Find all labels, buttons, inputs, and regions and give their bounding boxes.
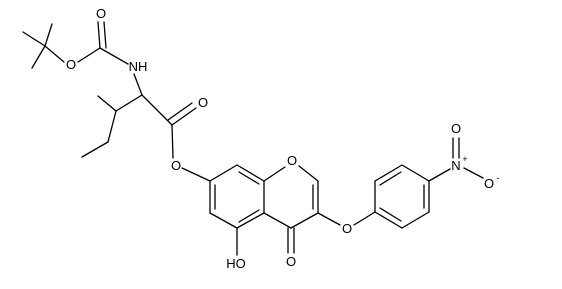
bond xyxy=(209,212,238,229)
bond xyxy=(463,167,484,179)
charge-o-minus: - xyxy=(497,173,500,183)
bond xyxy=(81,141,109,158)
atom-o-ester-carbonyl: O xyxy=(198,95,208,110)
bond xyxy=(238,209,260,223)
bond xyxy=(107,110,117,143)
atom-n-nitro: N xyxy=(451,158,460,173)
bond xyxy=(97,95,117,112)
bond xyxy=(401,164,430,182)
atom-o-ester-link: O xyxy=(171,158,181,173)
bond xyxy=(290,212,319,229)
bond xyxy=(263,166,286,182)
bond xyxy=(428,168,451,182)
atom-o-ketone: O xyxy=(286,254,296,269)
atom-o-boc-carbonyl: O xyxy=(96,6,106,21)
bond xyxy=(115,94,143,112)
bond xyxy=(99,47,129,65)
bond xyxy=(22,31,46,47)
atom-o-ring: O xyxy=(287,153,297,168)
bond xyxy=(44,23,53,47)
bond xyxy=(236,212,265,229)
bond xyxy=(133,73,143,96)
bond xyxy=(44,45,65,63)
bond xyxy=(171,107,197,126)
bond xyxy=(401,211,430,229)
atom-o-boc-ester: O xyxy=(66,57,76,72)
atom-o-nitro-double: O xyxy=(451,121,461,136)
atom-oh: HO xyxy=(226,256,246,271)
bond xyxy=(181,167,211,182)
bond xyxy=(317,212,341,226)
bond xyxy=(238,171,260,185)
bond xyxy=(353,211,376,226)
bond xyxy=(77,47,101,63)
bond xyxy=(167,102,193,121)
bond xyxy=(171,124,174,159)
bond xyxy=(236,164,265,182)
charge-n-plus: + xyxy=(462,154,467,164)
bond xyxy=(298,165,319,182)
bond xyxy=(103,21,107,49)
bond xyxy=(374,164,403,182)
bond xyxy=(97,21,101,49)
bond xyxy=(379,171,402,186)
atom-o-nitro-minus: O xyxy=(484,176,494,191)
bond xyxy=(31,45,46,69)
atom-nh: NH xyxy=(129,59,148,74)
bond xyxy=(263,212,292,229)
bond xyxy=(374,211,403,229)
atom-o-ether: O xyxy=(342,221,352,236)
bond xyxy=(209,164,238,182)
atom-labels: O O NH O O O HO O O N + O O - xyxy=(66,6,500,271)
bond xyxy=(141,94,173,126)
bond xyxy=(379,207,402,222)
bonds xyxy=(22,21,484,256)
